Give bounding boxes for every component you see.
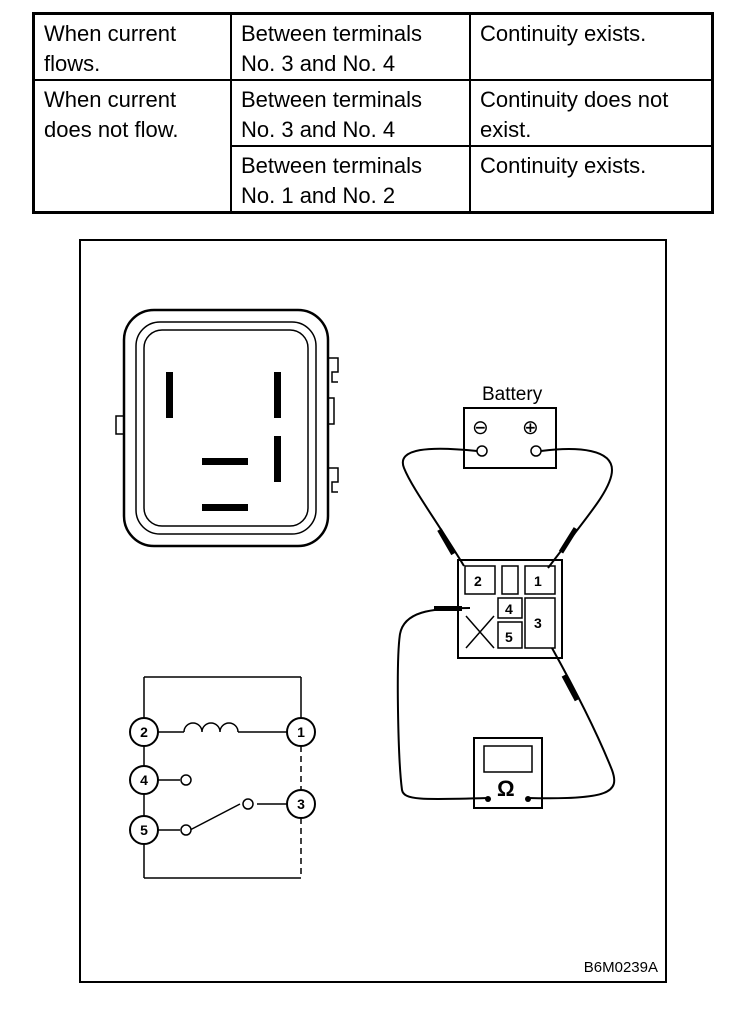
terminal-label: 5 xyxy=(505,629,513,645)
coil-icon xyxy=(183,722,239,733)
connector-pin xyxy=(274,372,281,418)
terminal-1 xyxy=(524,565,556,595)
terminal-label: 4 xyxy=(505,601,513,617)
battery-negative-terminal xyxy=(476,445,488,457)
connector-inner-shell xyxy=(135,321,317,535)
battery-positive-terminal xyxy=(530,445,542,457)
ohmmeter-display xyxy=(483,745,533,773)
terminal-label: 1 xyxy=(534,573,542,589)
schematic-terminal xyxy=(129,815,159,845)
probe-tips xyxy=(434,527,580,702)
probe xyxy=(437,528,456,556)
connector-pin xyxy=(202,458,248,465)
battery-label: Battery xyxy=(482,384,543,405)
table-row: When current flows. Between terminals No… xyxy=(32,12,714,81)
ohmmeter-terminal xyxy=(485,796,491,802)
schematic-terminal xyxy=(129,765,159,795)
figure-frame xyxy=(79,239,667,983)
lead-battery-positive xyxy=(540,448,614,569)
continuity-table: When current flows. Between terminals No… xyxy=(32,12,714,214)
schematic-terminal xyxy=(286,789,316,819)
ohmmeter: Ω xyxy=(473,737,543,809)
battery-negative-icon: ⊖ xyxy=(472,417,489,439)
battery-positive-icon: ⊕ xyxy=(522,417,539,439)
schematic-wires xyxy=(143,676,302,879)
connector-left-tab xyxy=(115,415,125,435)
terminals-cell: Between terminals No. 3 and No. 4 xyxy=(230,79,471,147)
schematic-terminal-label: 3 xyxy=(297,796,305,812)
condition-cell: When current flows. xyxy=(32,12,232,81)
terminal-5 xyxy=(497,621,523,649)
battery-body xyxy=(463,407,557,469)
table-row: When current does not flow. Between term… xyxy=(32,79,714,214)
terminal-4 xyxy=(497,597,523,619)
lead-ohmmeter-to-4 xyxy=(396,607,489,801)
connector-latch-middle xyxy=(328,397,335,425)
lead-ohmmeter-to-3 xyxy=(527,647,616,800)
battery: Battery ⊖ ⊕ xyxy=(463,384,557,469)
terminal-2 xyxy=(464,565,496,595)
contact-node xyxy=(180,774,192,786)
schematic-terminal-label: 4 xyxy=(140,772,148,788)
ohmmeter-terminal xyxy=(525,796,531,802)
connector-latch-top xyxy=(328,357,339,383)
lead-battery-negative xyxy=(401,447,478,567)
relay-terminal-block: 2 1 4 5 3 xyxy=(457,559,563,659)
ohmmeter-body xyxy=(473,737,543,809)
result-cell: Continuity does not exist. xyxy=(469,79,714,147)
connector-pin xyxy=(166,372,173,418)
table-row: Between terminals No. 1 and No. 2 Contin… xyxy=(34,145,714,214)
terminal-block-body xyxy=(457,559,563,659)
result-cell: Continuity exists. xyxy=(469,12,714,81)
contact-node xyxy=(242,798,254,810)
terminal-label: 3 xyxy=(534,615,542,631)
connector-face xyxy=(143,329,309,527)
relay-connector xyxy=(115,308,339,548)
connector-pin xyxy=(202,504,248,511)
schematic-terminal-label: 5 xyxy=(140,822,148,838)
terminal-label: 2 xyxy=(474,573,482,589)
terminal-cross-icon xyxy=(465,615,495,649)
schematic-terminal-label: 2 xyxy=(140,724,148,740)
contact-node xyxy=(180,824,192,836)
probe xyxy=(561,674,580,702)
condition-cell: When current does not flow. xyxy=(32,79,232,214)
terminal-3 xyxy=(524,597,556,649)
probe xyxy=(434,606,462,611)
switch-contact-icon xyxy=(189,803,241,831)
figure-code: B6M0239A xyxy=(584,959,658,976)
terminals-cell: Between terminals No. 1 and No. 2 xyxy=(230,145,471,214)
schematic-terminal xyxy=(129,717,159,747)
schematic-terminal-label: 1 xyxy=(297,724,305,740)
relay-schematic: 2 1 4 5 3 xyxy=(129,676,316,879)
connector-pin xyxy=(274,436,281,482)
terminals-cell: Between terminals No. 3 and No. 4 xyxy=(230,12,471,81)
schematic-terminal xyxy=(286,717,316,747)
result-cell: Continuity exists. xyxy=(469,145,714,214)
probe xyxy=(558,527,578,554)
connector-latch-bottom xyxy=(328,467,339,493)
terminal-slot xyxy=(501,565,519,595)
ohm-icon: Ω xyxy=(497,776,515,801)
